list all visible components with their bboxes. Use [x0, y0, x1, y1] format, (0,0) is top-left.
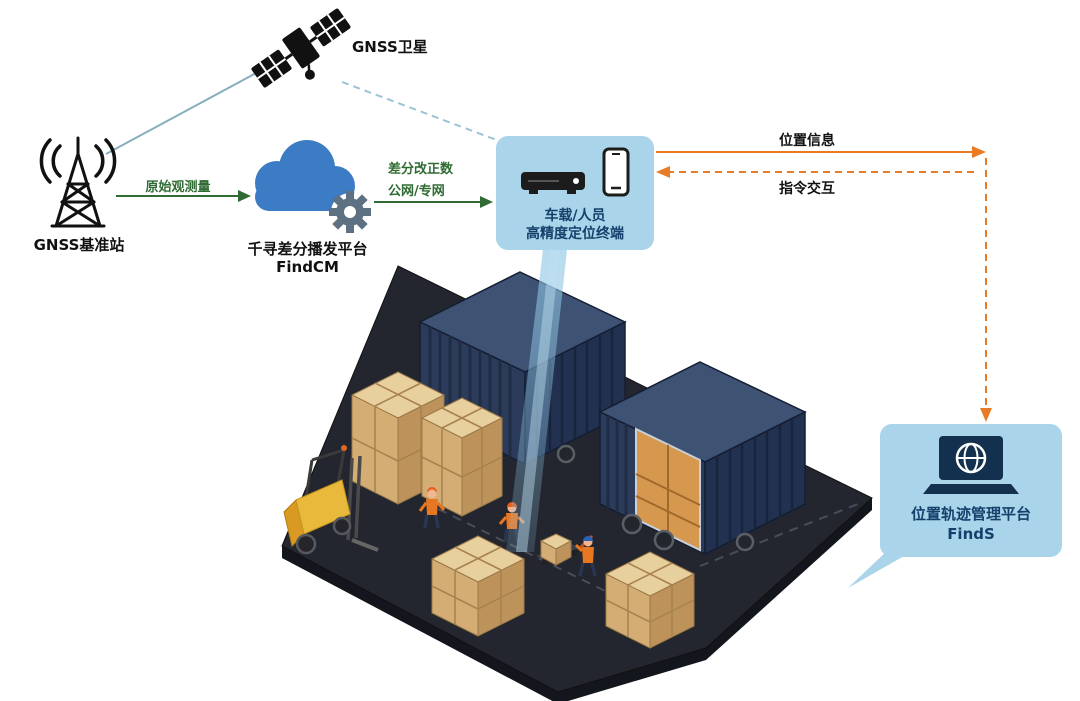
finds-label-line2: FindS: [947, 525, 995, 543]
finds-label-line1: 位置轨迹管理平台: [910, 505, 1031, 523]
satellite-label: GNSS卫星: [352, 38, 428, 56]
correction-label-line2: 公网/专网: [388, 184, 445, 199]
position-info-arrow: [656, 146, 992, 422]
finds-panel: 位置轨迹管理平台 FindS: [880, 424, 1062, 557]
base-station-label: GNSS基准站: [33, 236, 125, 254]
warehouse-illustration: [281, 250, 873, 701]
satellite-icon: [246, 0, 356, 95]
cloud-subtitle: FindCM: [276, 258, 339, 276]
worker-figure: [574, 536, 597, 577]
radio-tower-icon: [18, 132, 138, 232]
vehicle-terminal-icon: [519, 164, 589, 202]
pallet-boxes-icon: [351, 371, 695, 649]
finds-callout-tail: [848, 548, 918, 588]
terminal-label-line1: 车载/人员: [544, 208, 606, 224]
satellite-to-terminal-line: [341, 81, 503, 143]
cloud-gear-icon: [232, 128, 382, 238]
lane-marking: [699, 503, 859, 567]
correction-label-line1: 差分改正数: [388, 162, 454, 177]
terminal-label-line2: 高精度定位终端: [526, 226, 624, 242]
laptop-globe-icon: [921, 434, 1021, 500]
positioning-beam: [506, 250, 567, 552]
cloud-title: 千寻差分播发平台: [247, 240, 368, 258]
correction-arrow: [374, 196, 493, 208]
satellite-to-base-line: [105, 71, 259, 155]
command-arrow: [656, 166, 974, 178]
raw-observation-arrow: [116, 190, 251, 202]
gear-icon: [329, 191, 371, 233]
container-open-icon: [598, 361, 807, 556]
command-label: 指令交互: [779, 181, 835, 197]
pallet-jack-icon: [536, 533, 594, 566]
raw-observation-label: 原始观测量: [145, 180, 211, 195]
smartphone-icon: [601, 146, 631, 202]
forklift-icon: [283, 445, 379, 555]
worker-figure: [418, 487, 446, 529]
terminal-panel: 车载/人员 高精度定位终端: [496, 136, 654, 250]
position-info-label: 位置信息: [779, 133, 835, 149]
